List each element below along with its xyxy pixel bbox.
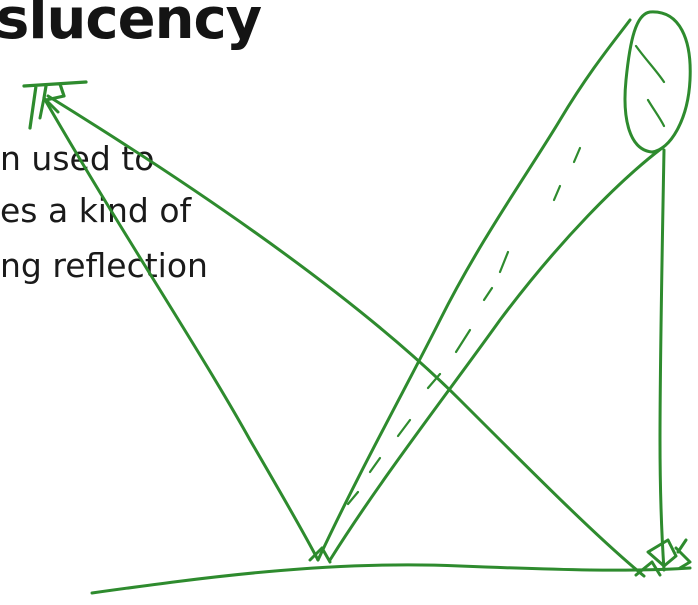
column-hatch-7 xyxy=(398,420,410,436)
column-hatch-8 xyxy=(370,458,380,472)
column-top-ellipse xyxy=(625,12,690,152)
light-source-marker xyxy=(24,82,86,128)
incident-ray xyxy=(44,98,318,560)
column-top-inner xyxy=(636,46,664,126)
right-point-arrow xyxy=(676,540,690,568)
vertical-line xyxy=(660,150,664,570)
column-hatch-4 xyxy=(484,288,492,300)
column-hatch-2 xyxy=(554,186,560,200)
ground-line xyxy=(92,565,690,593)
column-hatch-5 xyxy=(456,330,470,352)
sketch-strokes xyxy=(24,12,690,593)
column-hatch-1 xyxy=(574,148,580,162)
translucent-column-outline-right xyxy=(330,148,662,560)
translucent-column-outline-left xyxy=(318,20,630,560)
column-hatch-3 xyxy=(500,252,508,272)
